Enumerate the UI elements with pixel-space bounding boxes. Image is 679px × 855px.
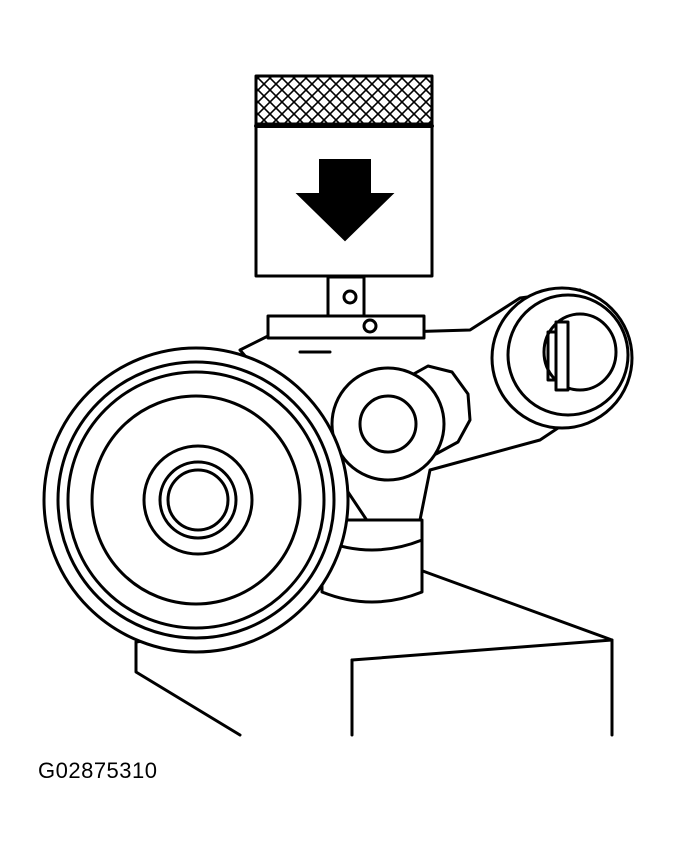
pivot-bolt: [330, 364, 472, 482]
plunger-pin-hole: [342, 289, 358, 305]
idler-pulley: [490, 286, 634, 430]
down-arrow-icon: [295, 159, 395, 242]
arm-pin-hole: [362, 318, 378, 334]
tensioner-pulley: [42, 346, 350, 654]
press-tool-knurled-handle: [254, 74, 434, 128]
figure-id-label: G02875310: [38, 758, 158, 783]
arm-top-plate: [266, 314, 426, 340]
